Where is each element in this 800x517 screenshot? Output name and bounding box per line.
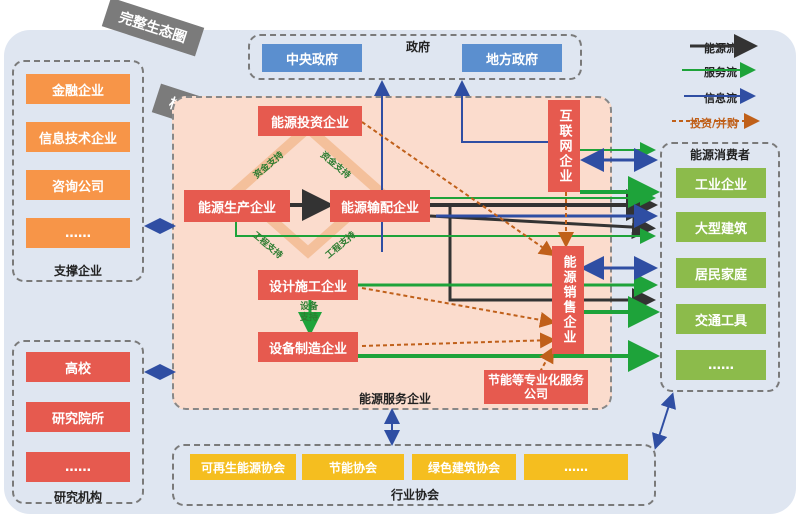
consumer-item-transport: 交通工具 — [676, 304, 766, 334]
associations-title: 行业协会 — [390, 488, 439, 502]
associations-group — [172, 444, 656, 506]
association-item-saving: 节能协会 — [302, 454, 404, 480]
consumer-item-household: 居民家庭 — [676, 258, 766, 288]
association-item-more: …… — [524, 454, 628, 480]
energy-sales-box: 能源销售企业 — [552, 246, 584, 354]
energy-saving-service-box: 节能等专业化服务公司 — [484, 370, 588, 404]
association-item-green-building: 绿色建筑协会 — [412, 454, 516, 480]
energy-distribution-box: 能源输配企业 — [330, 190, 430, 222]
consumer-item-building: 大型建筑 — [676, 212, 766, 242]
research-item-more: …… — [26, 452, 130, 482]
design-construction-box: 设计施工企业 — [258, 270, 358, 300]
central-government-box: 中央政府 — [262, 44, 362, 72]
support-item-more: …… — [26, 218, 130, 248]
energy-investment-box: 能源投资企业 — [258, 106, 362, 136]
consumer-item-more: …… — [676, 350, 766, 380]
internet-enterprise-box: 互联网企业 — [548, 100, 580, 192]
government-title: 政府 — [405, 40, 430, 54]
research-item-institute: 研究院所 — [26, 402, 130, 432]
equipment-support-label: 设备支持 — [299, 302, 318, 323]
consumer-item-industrial: 工业企业 — [676, 168, 766, 198]
consumers-title: 能源消费者 — [689, 148, 750, 162]
research-group — [12, 340, 144, 504]
support-item-consulting: 咨询公司 — [26, 170, 130, 200]
government-group — [248, 34, 582, 80]
support-title: 支撑企业 — [53, 264, 102, 278]
equipment-manufacturing-box: 设备制造企业 — [258, 332, 358, 362]
support-item-it: 信息技术企业 — [26, 122, 130, 152]
research-item-university: 高校 — [26, 352, 130, 382]
support-group — [12, 60, 144, 282]
consumers-group — [660, 142, 780, 392]
research-title: 研究机构 — [53, 490, 102, 504]
energy-production-box: 能源生产企业 — [184, 190, 290, 222]
association-item-renewable: 可再生能源协会 — [190, 454, 296, 480]
energy-services-title: 能源服务企业 — [358, 392, 431, 406]
support-item-finance: 金融企业 — [26, 74, 130, 104]
local-government-box: 地方政府 — [462, 44, 562, 72]
